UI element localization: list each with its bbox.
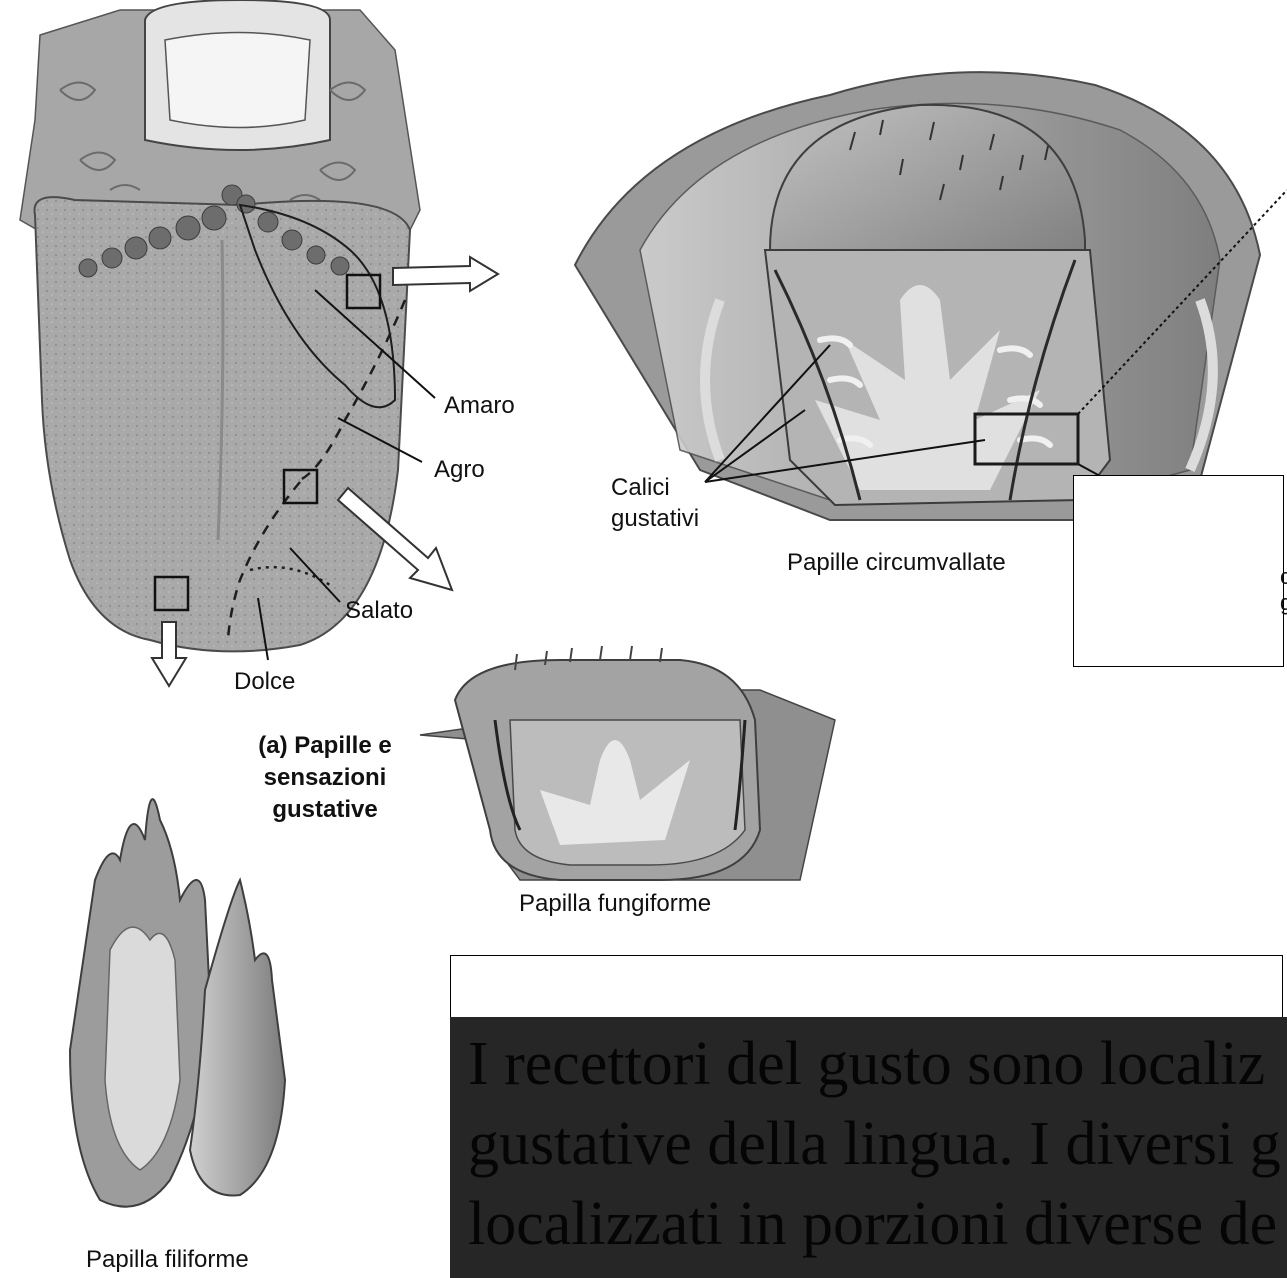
panel-a-title-line1: (a) Papille e [230, 730, 420, 762]
label-calici-line1: Calici [611, 476, 670, 500]
placeholder-box-bottom [450, 955, 1283, 1019]
caption-panel: I recettori del gusto sono localiz gusta… [450, 1017, 1287, 1278]
label-calici-line2: gustativi [611, 507, 699, 531]
label-papilla-fungiforme: Papilla fungiforme [519, 892, 711, 916]
label-agro: Agro [434, 458, 485, 482]
cut-off-glyph-g: g [1280, 592, 1287, 614]
panel-a-title-line3: gustative [230, 794, 420, 826]
caption-line-2: gustative della lingua. I diversi g [468, 1113, 1281, 1175]
caption-line-3: localizzati in porzioni diverse de [468, 1193, 1277, 1255]
label-papilla-filiforme: Papilla filiforme [86, 1248, 249, 1272]
label-amaro: Amaro [444, 394, 515, 418]
label-papille-circumvallate: Papille circumvallate [787, 551, 1006, 575]
label-salato: Salato [345, 599, 413, 623]
placeholder-box-right [1073, 475, 1284, 667]
panel-a-title-line2: sensazioni [230, 762, 420, 794]
fungiform-papilla-illustration [420, 646, 835, 880]
tongue-illustration [20, 0, 498, 686]
label-dolce: Dolce [234, 670, 295, 694]
caption-line-1: I recettori del gusto sono localiz [468, 1033, 1265, 1095]
filiform-papilla-illustration [70, 799, 285, 1206]
cut-off-glyph-c: c [1280, 566, 1287, 588]
circumvallate-papilla-illustration [575, 72, 1287, 520]
